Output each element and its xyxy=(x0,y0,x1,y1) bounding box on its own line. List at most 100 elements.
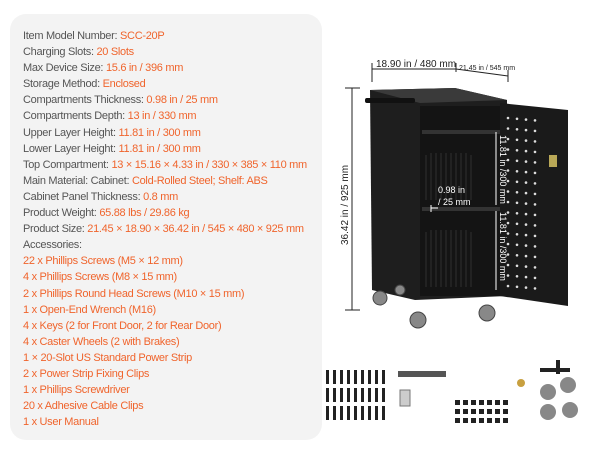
accessory-item: 1 x Open-End Wrench (M16) xyxy=(23,303,156,316)
cable-clip-icon xyxy=(479,418,484,423)
door-vent-hole xyxy=(533,140,537,143)
door-vent-hole xyxy=(515,159,519,163)
cable-clip-icon xyxy=(463,409,468,414)
spec-value: 0.8 mm xyxy=(143,190,178,203)
screw-icon xyxy=(340,370,343,384)
door-vent-hole xyxy=(506,221,510,225)
upper-layer-dimension: 11.81 in /300 mm xyxy=(498,135,508,204)
spec-label: Upper Layer Height: xyxy=(23,126,119,139)
cable-clip-icon xyxy=(479,400,484,405)
door-vent-hole xyxy=(524,160,528,163)
screw-icon xyxy=(382,370,385,384)
door-vent-hole xyxy=(533,129,537,133)
door-vent-hole xyxy=(515,201,519,205)
door-vent-hole xyxy=(515,191,519,194)
spec-label: Charging Slots: xyxy=(23,46,97,59)
screw-icon xyxy=(354,370,357,384)
door-vent-hole xyxy=(533,255,537,259)
spec-value: 15.6 in / 396 mm xyxy=(105,62,184,75)
spec-value: Enclosed xyxy=(102,78,146,91)
cable-clip-icon xyxy=(471,409,476,414)
spec-value: 65.88 lbs / 29.86 kg xyxy=(99,207,190,220)
accessories-heading: Accessories: xyxy=(23,239,82,252)
door-vent-hole xyxy=(506,137,510,141)
door-vent-hole xyxy=(533,224,537,227)
cable-clip-icon xyxy=(463,418,468,423)
door-vent-hole xyxy=(524,212,528,216)
door-vent-hole xyxy=(533,234,537,238)
cable-clip-icon xyxy=(503,418,508,423)
door-vent-hole xyxy=(506,169,510,172)
lower-layer-dimension: 11.81 in /300 mm xyxy=(498,212,508,281)
screw-icon xyxy=(382,406,385,420)
door-vent-hole xyxy=(524,149,528,153)
spec-value: 13 × 15.16 × 4.33 in / 330 × 385 × 110 m… xyxy=(111,158,307,171)
door-vent-hole xyxy=(524,244,528,247)
door-vent-hole xyxy=(506,242,510,246)
spec-row: Cabinet Panel Thickness: 0.8 mm xyxy=(23,189,307,205)
depth-dimension: 21.45 in / 545 mm xyxy=(459,65,515,72)
spec-row: Main Material: Cabinet: Cold-Rolled Stee… xyxy=(23,173,307,189)
door-vent-hole xyxy=(524,233,528,237)
door-vent-hole xyxy=(515,233,519,236)
spec-value: 21.45 × 18.90 × 36.42 in / 545 × 480 × 9… xyxy=(87,223,304,236)
door-vent-hole xyxy=(524,128,528,132)
spec-label: Lower Layer Height: xyxy=(23,142,119,155)
door-vent-hole xyxy=(533,245,537,248)
door-vent-hole xyxy=(524,170,528,174)
cable-clip-icon xyxy=(495,418,500,423)
spec-value: 20 Slots xyxy=(96,46,134,59)
door-vent-hole xyxy=(515,180,519,184)
spec-value: Cold-Rolled Steel; Shelf: ABS xyxy=(131,174,268,187)
screw-icon xyxy=(368,370,371,384)
screw-icon xyxy=(347,388,350,402)
screw-icon xyxy=(347,370,350,384)
screw-icon xyxy=(340,406,343,420)
door-vent-hole xyxy=(524,265,528,268)
door-vent-hole xyxy=(524,275,528,279)
screw-icon xyxy=(333,388,336,402)
door-vent-hole xyxy=(515,285,519,289)
cable-clip-icon xyxy=(479,409,484,414)
spec-label: Max Device Size: xyxy=(23,62,106,75)
door-vent-hole xyxy=(515,222,519,226)
screw-icon xyxy=(361,406,364,420)
spec-row: Charging Slots: 20 Slots xyxy=(23,44,307,60)
door-vent-hole xyxy=(506,127,510,130)
spec-label: Compartments Depth: xyxy=(23,110,128,123)
spec-row: Upper Layer Height: 11.81 in / 300 mm xyxy=(23,125,307,141)
door-vent-hole xyxy=(506,284,510,288)
door-vent-hole xyxy=(515,212,519,215)
spec-label: Product Size: xyxy=(23,223,88,236)
screw-icon xyxy=(333,406,336,420)
door-vent-hole xyxy=(515,149,519,152)
screw-icon xyxy=(361,370,364,384)
spec-value: 0.98 in / 25 mm xyxy=(146,94,218,107)
spec-row: Product Weight: 65.88 lbs / 29.86 kg xyxy=(23,205,307,221)
door-vent-hole xyxy=(524,118,528,121)
spec-label: Storage Method: xyxy=(23,78,103,91)
door-vent-hole xyxy=(506,158,510,162)
spec-value: 11.81 in / 300 mm xyxy=(118,142,201,155)
slot-dimension-mm: / 25 mm xyxy=(438,197,471,207)
screw-icon xyxy=(347,406,350,420)
screw-icon xyxy=(326,388,329,402)
door-vent-hole xyxy=(533,213,537,217)
screw-icon xyxy=(368,406,371,420)
screw-icon xyxy=(326,370,329,384)
door-vent-hole xyxy=(533,161,537,164)
door-vent-hole xyxy=(524,139,528,142)
accessory-item: 2 x Phillips Round Head Screws (M10 × 15… xyxy=(23,287,245,300)
door-vent-hole xyxy=(506,232,510,235)
door-vent-hole xyxy=(533,119,537,122)
door-vent-hole xyxy=(515,264,519,268)
door-vent-hole xyxy=(515,117,519,121)
door-vent-hole xyxy=(515,138,519,142)
spec-row: Product Size: 21.45 × 18.90 × 36.42 in /… xyxy=(23,221,307,237)
width-dimension: 18.90 in / 480 mm xyxy=(376,59,456,70)
slot-dimension-in: 0.98 in xyxy=(438,185,465,195)
cable-clip-icon xyxy=(463,400,468,405)
screw-icon xyxy=(375,388,378,402)
spec-row: Compartments Thickness: 0.98 in / 25 mm xyxy=(23,92,307,108)
cable-clip-icon xyxy=(503,400,508,405)
